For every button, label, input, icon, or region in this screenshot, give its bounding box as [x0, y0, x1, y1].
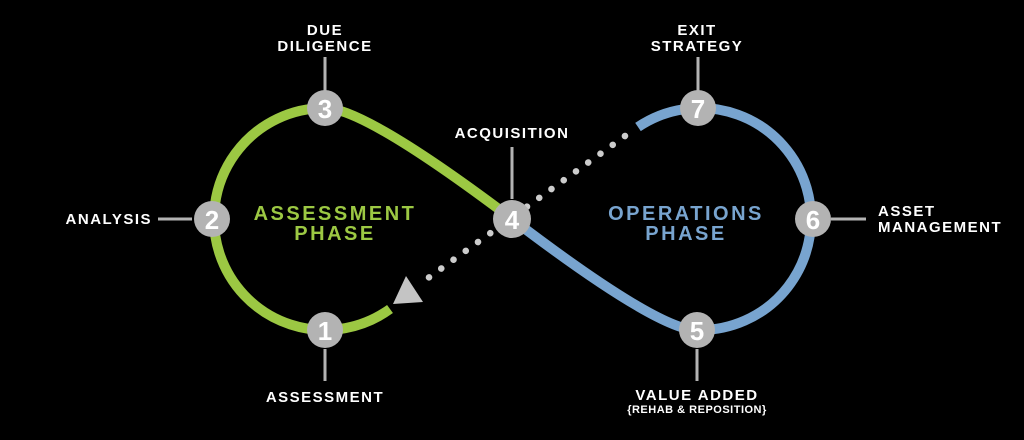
assessment-phase-title: ASSESSMENT PHASE — [254, 204, 417, 244]
assessment-loop-path — [209, 102, 516, 335]
operations-phase-line1: OPERATIONS — [608, 203, 764, 225]
label-asset-management-line2: MANAGEMENT — [878, 219, 1003, 236]
label-value-added-line1: VALUE ADDED — [635, 387, 759, 404]
label-assessment: ASSESSMENT — [265, 389, 385, 406]
restart-arrowhead-icon — [393, 276, 423, 304]
node-3-circle — [307, 90, 343, 126]
label-asset-management-line1: ASSET — [878, 203, 936, 220]
node-3-number: 3 — [318, 94, 332, 124]
operations-phase-line2: PHASE — [645, 223, 727, 245]
node-4: 4 — [493, 200, 531, 238]
label-analysis: ANALYSIS — [65, 211, 152, 228]
label-exit-strategy-line2: STRATEGY — [650, 38, 744, 55]
node-2-number: 2 — [205, 205, 219, 235]
node-6-number: 6 — [806, 205, 820, 235]
label-due-diligence-line1: DUE — [306, 22, 344, 39]
node-5-number: 5 — [690, 316, 704, 346]
assessment-phase-line2: PHASE — [294, 223, 376, 245]
operations-phase-title: OPERATIONS PHASE — [608, 204, 764, 244]
node-1: 1 — [307, 312, 343, 348]
label-due-diligence-line2: DILIGENCE — [277, 38, 373, 55]
label-asset-management: ASSET MANAGEMENT — [878, 204, 1002, 236]
node-5-circle — [679, 312, 715, 348]
label-acquisition: ACQUISITION — [454, 125, 570, 142]
label-due-diligence: DUE DILIGENCE — [277, 23, 372, 55]
node-7: 7 — [680, 90, 716, 126]
node-6-circle — [795, 201, 831, 237]
label-exit-strategy: EXIT STRATEGY — [651, 23, 744, 55]
node-1-circle — [307, 312, 343, 348]
node-1-number: 1 — [318, 316, 332, 346]
node-2: 2 — [194, 201, 230, 237]
node-7-circle — [680, 90, 716, 126]
node-4-circle — [493, 200, 531, 238]
label-value-added: VALUE ADDED {REHAB & REPOSITION} — [627, 388, 767, 417]
node-2-circle — [194, 201, 230, 237]
node-5: 5 — [679, 312, 715, 348]
operations-loop-path — [508, 103, 816, 336]
assessment-phase-line1: ASSESSMENT — [253, 203, 417, 225]
label-value-added-sublabel: {REHAB & REPOSITION} — [627, 404, 767, 416]
label-exit-strategy-line1: EXIT — [677, 22, 717, 39]
node-3: 3 — [307, 90, 343, 126]
node-6: 6 — [795, 201, 831, 237]
node-7-number: 7 — [691, 94, 705, 124]
node-4-number: 4 — [505, 205, 520, 235]
